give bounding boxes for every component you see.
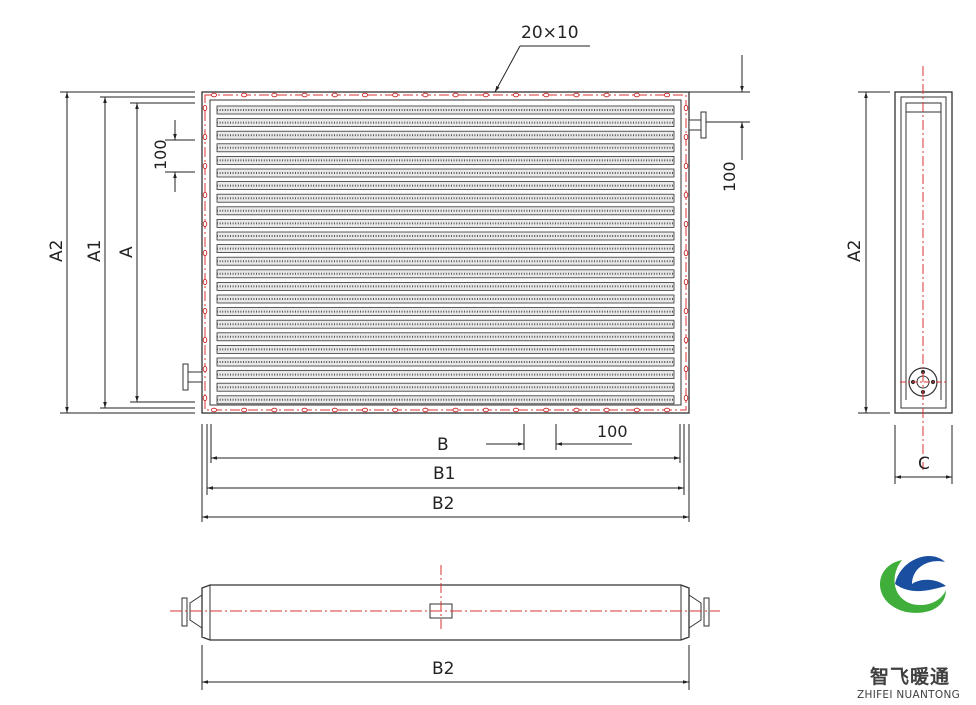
label-pitch-bottom: 100 [597, 422, 628, 441]
bolt-hole [683, 220, 689, 228]
logo-name-cn: 智飞暖通 [870, 665, 950, 688]
logo-swoosh-blue [895, 556, 946, 592]
height-dimensions [60, 91, 195, 414]
bolt-hole [202, 220, 208, 228]
logo-swoosh-green [879, 560, 946, 613]
label-A: A [117, 246, 137, 258]
fin-spec-label: 20×10 [521, 23, 579, 43]
bolt-hole [202, 133, 208, 141]
bolt-hole [512, 407, 520, 413]
bolt-hole [543, 92, 550, 98]
bolt-hole [633, 92, 640, 98]
width-dimensions [201, 424, 690, 522]
bolt-hole [683, 162, 689, 170]
bolt-hole [202, 307, 208, 315]
bolt-hole [202, 394, 208, 402]
label-A2: A2 [47, 240, 67, 262]
inlet-pipe-bottom-left [182, 363, 203, 391]
bolt-holes [202, 92, 689, 413]
bolt-hole [422, 407, 429, 413]
bolt-hole [603, 92, 610, 98]
label-pitch-right: 100 [720, 161, 739, 192]
bolt-hole [202, 336, 208, 344]
bolt-hole [202, 191, 208, 199]
bolt-hole [482, 92, 489, 98]
label-pitch-left: 100 [151, 139, 170, 170]
bolt-hole [241, 407, 248, 413]
bolt-hole [573, 92, 580, 98]
outer-frame [201, 91, 690, 414]
bolt-hole [301, 407, 308, 413]
bolt-hole [422, 92, 429, 98]
bolt-hole [361, 92, 369, 98]
label-B: B [437, 435, 449, 455]
bolt-hole [512, 92, 520, 98]
top-label-B2: B2 [432, 659, 454, 679]
top-view [170, 565, 720, 690]
bolt-hole [663, 407, 671, 413]
bolt-hole [452, 407, 459, 413]
bolt-hole [683, 249, 689, 257]
bolt-hole [210, 92, 218, 98]
outlet-pipe-top-right [688, 111, 707, 139]
bolt-hole [331, 407, 338, 413]
bolt-hole [543, 407, 550, 413]
fin-spec-callout: 20×10 [494, 23, 590, 93]
brand-logo: 智飞暖通 ZHIFEI NUANTONG [857, 556, 960, 701]
bolt-hole [683, 394, 689, 402]
label-C: C [918, 454, 930, 474]
logo-name-en: ZHIFEI NUANTONG [857, 689, 960, 701]
bolt-hole [271, 92, 278, 98]
bolt-hole [361, 407, 369, 413]
bolt-hole [301, 92, 308, 98]
bolt-hole [202, 365, 208, 373]
bolt-hole [633, 407, 640, 413]
bolt-hole [683, 191, 689, 199]
bolt-hole [241, 92, 248, 98]
bolt-hole [663, 92, 671, 98]
bolt-hole [202, 249, 208, 257]
bolt-hole [452, 92, 459, 98]
bolt-hole [683, 336, 689, 344]
bolt-hole [210, 407, 218, 413]
outlet-offset-dimension [689, 55, 750, 160]
bolt-hole [683, 133, 689, 141]
tube-rows [216, 105, 675, 405]
bolt-hole [202, 162, 208, 170]
bolt-hole [683, 104, 689, 112]
bolt-hole [331, 92, 338, 98]
bolt-hole [482, 407, 489, 413]
inner-frame [209, 99, 682, 406]
label-A1: A1 [85, 240, 105, 262]
bolt-hole [683, 365, 689, 373]
bolt-hole [202, 104, 208, 112]
bolt-hole [603, 407, 610, 413]
side-label-A2: A2 [845, 240, 865, 262]
bolt-hole [392, 407, 399, 413]
bolt-hole [573, 407, 580, 413]
bolt-hole [392, 92, 399, 98]
bolt-hole [683, 278, 689, 286]
side-view [858, 66, 953, 484]
bolt-hole [202, 278, 208, 286]
front-view [182, 91, 707, 414]
label-B2: B2 [432, 494, 454, 514]
bolt-hole [683, 307, 689, 315]
label-B1: B1 [433, 464, 455, 484]
bolt-hole [271, 407, 278, 413]
